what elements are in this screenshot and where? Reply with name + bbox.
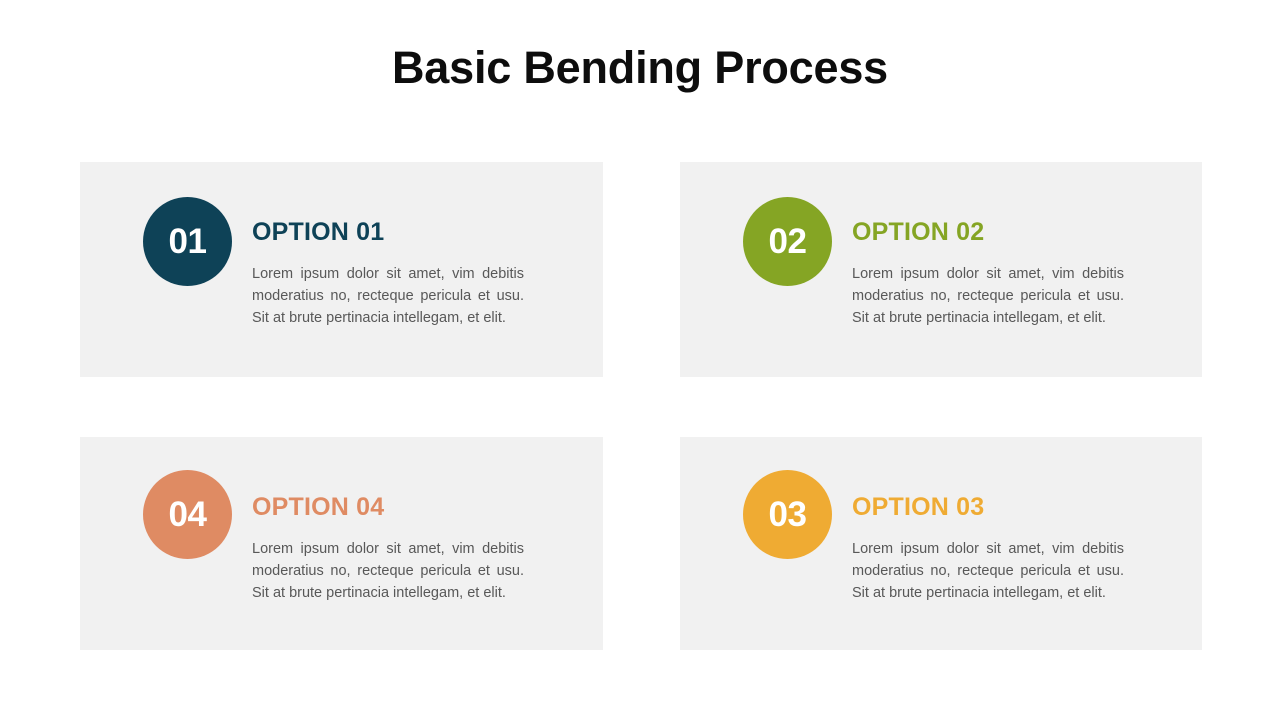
- option-heading-03: OPTION 03: [852, 493, 985, 521]
- option-card-02[interactable]: 02 OPTION 02 Lorem ipsum dolor sit amet,…: [680, 162, 1202, 377]
- option-body-01: Lorem ipsum dolor sit amet, vim debitis …: [252, 266, 524, 327]
- option-heading-01: OPTION 01: [252, 218, 385, 246]
- option-content-04: OPTION 04 Lorem ipsum dolor sit amet, vi…: [252, 495, 552, 604]
- option-number-badge-03: 03: [743, 470, 832, 559]
- option-card-04[interactable]: 04 OPTION 04 Lorem ipsum dolor sit amet,…: [80, 437, 603, 650]
- option-number-badge-01: 01: [143, 197, 232, 286]
- option-heading-04: OPTION 04: [252, 493, 385, 521]
- page-title: Basic Bending Process: [392, 42, 888, 93]
- option-number-badge-02: 02: [743, 197, 832, 286]
- option-content-02: OPTION 02 Lorem ipsum dolor sit amet, vi…: [852, 220, 1152, 329]
- option-card-03[interactable]: 03 OPTION 03 Lorem ipsum dolor sit amet,…: [680, 437, 1202, 650]
- option-body-03: Lorem ipsum dolor sit amet, vim debitis …: [852, 541, 1124, 602]
- option-body-04: Lorem ipsum dolor sit amet, vim debitis …: [252, 541, 524, 602]
- option-card-01[interactable]: 01 OPTION 01 Lorem ipsum dolor sit amet,…: [80, 162, 603, 377]
- option-number-badge-04: 04: [143, 470, 232, 559]
- option-content-03: OPTION 03 Lorem ipsum dolor sit amet, vi…: [852, 495, 1152, 604]
- option-content-01: OPTION 01 Lorem ipsum dolor sit amet, vi…: [252, 220, 552, 329]
- option-body-02: Lorem ipsum dolor sit amet, vim debitis …: [852, 266, 1124, 327]
- option-heading-02: OPTION 02: [852, 218, 985, 246]
